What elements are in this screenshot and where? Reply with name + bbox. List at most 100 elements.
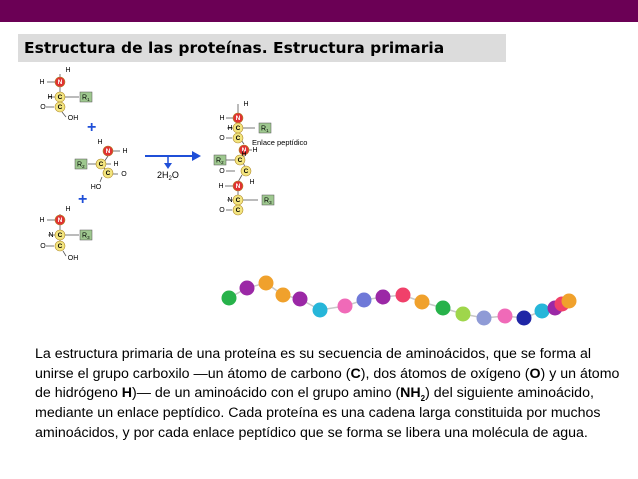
h-label: H — [218, 183, 223, 190]
h-label: H — [241, 151, 246, 158]
ho-label: HO — [91, 184, 102, 191]
amino-acid-bead — [221, 290, 237, 306]
carbon-atom — [54, 101, 66, 113]
residue-box — [261, 194, 275, 206]
amino-acid-bead — [476, 310, 492, 326]
carbon-label: C — [236, 135, 241, 142]
n-label: N — [48, 232, 53, 239]
o-label: O — [219, 168, 225, 175]
carbon-atom — [234, 154, 246, 166]
carbon-atom — [232, 132, 244, 144]
carbon-atom — [240, 165, 252, 177]
o-label: O — [40, 243, 46, 250]
carbon-label: C — [58, 94, 63, 101]
carbon-atom — [102, 167, 114, 179]
carbon-label: C — [58, 232, 63, 239]
nitrogen-atom — [102, 145, 114, 157]
n-label: N — [227, 197, 232, 204]
nitrogen-atom — [238, 144, 250, 156]
carbon-label: C — [99, 161, 104, 168]
amino-acid-bead — [414, 294, 430, 310]
carbon-label: C — [238, 157, 243, 164]
carbon-atom — [54, 229, 66, 241]
nitrogen-atom — [232, 180, 244, 192]
residue-box — [79, 91, 93, 103]
residue-label: R3 — [264, 198, 272, 206]
h-label: H — [122, 148, 127, 155]
carbon-atom — [232, 204, 244, 216]
carbon-label: C — [236, 125, 241, 132]
amino-acid-bead — [337, 298, 353, 314]
carbon-atom — [54, 240, 66, 252]
o-label: O — [40, 104, 46, 111]
residue-box — [213, 154, 227, 166]
amino-acid-bead — [395, 287, 411, 303]
oh-label: OH — [68, 115, 79, 122]
carbon-label: C — [244, 168, 249, 175]
carbon-atom — [95, 158, 107, 170]
residue-box — [79, 229, 93, 241]
bond-label: Enlace peptídico — [252, 138, 307, 147]
oh-label: OH — [68, 255, 79, 262]
h-label: H — [113, 161, 118, 168]
amino-acid-bead — [561, 293, 577, 309]
h-label: H — [97, 139, 102, 146]
nitrogen-label: N — [236, 183, 241, 190]
h-label: H — [39, 79, 44, 86]
bond-line — [61, 111, 67, 118]
amino-acid-bead — [312, 302, 328, 318]
residue-label: R2 — [216, 158, 224, 166]
residue-label: R3 — [82, 233, 90, 241]
amino-acid-bead — [455, 306, 471, 322]
description-paragraph: La estructura primaria de una proteína e… — [35, 346, 620, 441]
nitrogen-atom — [54, 214, 66, 226]
h-label: H — [39, 217, 44, 224]
nitrogen-label: N — [58, 217, 63, 224]
nitrogen-label: N — [236, 115, 241, 122]
residue-box — [74, 158, 88, 170]
h-label: H — [47, 94, 52, 101]
carbon-label: C — [106, 170, 111, 177]
bond-line — [99, 176, 103, 183]
water-label: 2H2O — [157, 170, 179, 182]
h-label: H — [219, 115, 224, 122]
top-bar — [0, 0, 638, 22]
h-label: H — [227, 125, 232, 132]
o-label: O — [121, 171, 127, 178]
carbon-label: C — [58, 104, 63, 111]
nitrogen-atom — [54, 76, 66, 88]
amino-acid-bead — [497, 308, 513, 324]
amino-acid-bead — [292, 291, 308, 307]
amino-acid-bead — [258, 275, 274, 291]
carbon-label: C — [236, 197, 241, 204]
residue-label: R1 — [82, 95, 90, 103]
h-label: H — [65, 67, 70, 74]
amino-acid-bead — [239, 280, 255, 296]
amino-acid-bead — [534, 303, 550, 319]
h-label: H — [65, 206, 70, 213]
nitrogen-label: N — [242, 147, 247, 154]
nitrogen-label: N — [58, 79, 63, 86]
slide-title: Estructura de las proteínas. Estructura … — [24, 39, 445, 57]
amino-acid-bead — [375, 289, 391, 305]
h-label: H — [252, 147, 257, 154]
o-label: O — [219, 135, 225, 142]
amino-acid-bead — [275, 287, 291, 303]
bond-line — [62, 250, 67, 257]
carbon-label: C — [58, 243, 63, 250]
amino-acid-bead — [356, 292, 372, 308]
carbon-label: C — [236, 207, 241, 214]
h-label: H — [243, 101, 248, 108]
residue-box — [258, 122, 272, 134]
title-box: Estructura de las proteínas. Estructura … — [18, 34, 506, 62]
amino-acid-bead — [516, 310, 532, 326]
o-label: O — [219, 207, 225, 214]
amino-acid-chain — [221, 275, 577, 326]
amino-acid-bead — [435, 300, 451, 316]
h-label: H — [249, 179, 254, 186]
residue-label: R2 — [77, 162, 85, 170]
residue-label: R1 — [261, 126, 269, 134]
plus-sign-1: + — [87, 119, 96, 136]
